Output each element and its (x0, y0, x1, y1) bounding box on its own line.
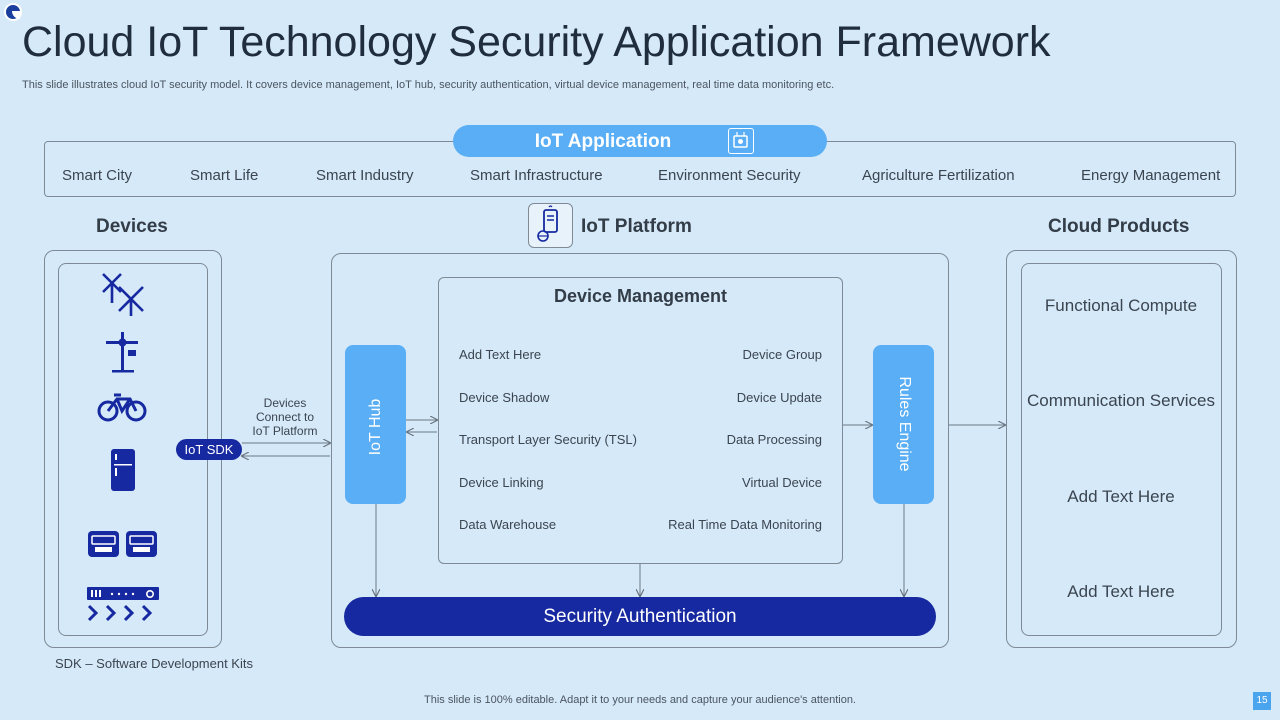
windmill-icon (99, 271, 145, 322)
page-number: 15 (1253, 692, 1271, 710)
cloud-products-inner-box (1021, 263, 1222, 636)
connect-text: Devices Connect to IoT Platform (245, 396, 325, 438)
sdk-note: SDK – Software Development Kits (55, 656, 253, 671)
dm-left-item: Data Warehouse (459, 517, 557, 532)
iot-platform-icon (528, 203, 573, 248)
logo-icon (4, 3, 22, 21)
cloud-item-functional-compute: Functional Compute (1044, 296, 1198, 315)
app-item-smart-industry: Smart Industry (316, 167, 414, 184)
cloud-item-communication-services: Communication Services (1026, 391, 1215, 410)
devices-title: Devices (96, 216, 168, 237)
security-authentication-bar: Security Authentication (344, 597, 936, 636)
rules-engine-bar (873, 345, 934, 504)
cloud-item-placeholder: Add Text Here (1067, 487, 1175, 506)
page-title: Cloud IoT Technology Security Applicatio… (22, 18, 1051, 66)
dm-left-item: Transport Layer Security (TSL) (459, 432, 637, 447)
dm-right-item: Device Group (742, 347, 822, 362)
app-item-smart-city: Smart City (62, 167, 133, 184)
dm-right-item: Virtual Device (742, 475, 822, 490)
app-item-energy-management: Energy Management (1081, 167, 1221, 184)
connect-text-line-2: Connect to (255, 410, 315, 424)
bicycle-icon (97, 391, 147, 428)
app-item-smart-infrastructure: Smart Infrastructure (470, 167, 603, 184)
app-item-smart-life: Smart Life (190, 167, 259, 184)
cloud-item-placeholder: Add Text Here (1067, 582, 1175, 601)
dm-right-item: Data Processing (726, 432, 822, 447)
dm-right-item: Device Update (736, 390, 822, 405)
signpost-icon (104, 330, 140, 379)
app-item-environment-security: Environment Security (658, 167, 801, 184)
refrigerator-icon (110, 448, 136, 497)
iot-hub-bar (345, 345, 406, 504)
iot-application-label: IoT Application (534, 131, 672, 152)
cloud-products-outer-box (1006, 250, 1237, 648)
device-management-title: Device Management (553, 286, 728, 306)
iot-platform-title: IoT Platform (581, 216, 692, 237)
dm-left-item: Device Shadow (459, 390, 550, 405)
meter-icon (87, 529, 159, 564)
dm-left-item: Add Text Here (459, 347, 542, 362)
page-subtitle: This slide illustrates cloud IoT securit… (22, 79, 835, 91)
iot-sdk-badge: IoT SDK (176, 439, 242, 460)
connect-text-line-1: Devices (263, 396, 307, 410)
dm-left-item: Device Linking (459, 475, 544, 490)
app-item-agriculture-fertilization: Agriculture Fertilization (862, 167, 1015, 184)
dm-right-item: Real Time Data Monitoring (668, 517, 822, 532)
connect-text-line-3: IoT Platform (252, 424, 318, 438)
router-icon (86, 586, 160, 627)
device-management-box (438, 277, 843, 564)
iot-application-pill (453, 125, 827, 157)
iot-platform-box (331, 253, 949, 648)
footer-text: This slide is 100% editable. Adapt it to… (424, 694, 856, 706)
app-icon (728, 128, 754, 154)
cloud-products-title: Cloud Products (1048, 216, 1190, 237)
